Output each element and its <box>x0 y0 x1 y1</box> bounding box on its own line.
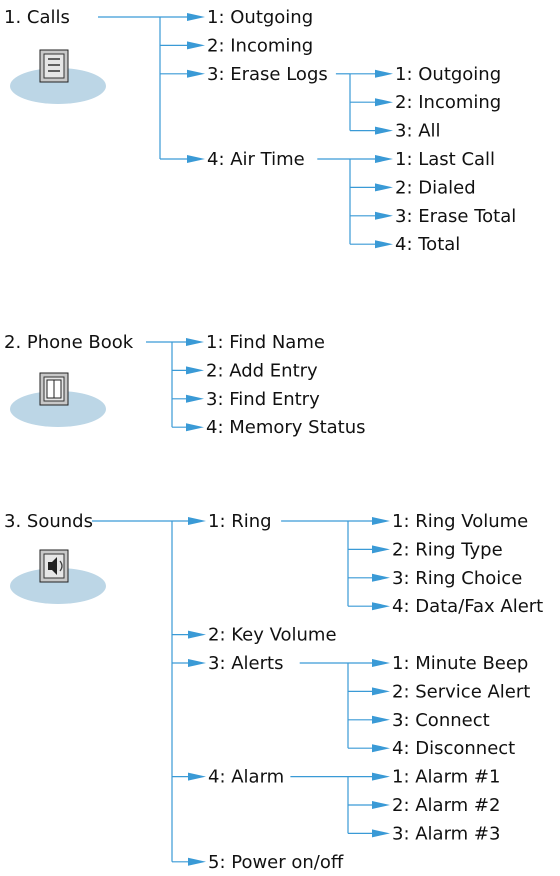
phone-book-icon <box>10 372 106 427</box>
menu-item-1-find-name: 1: Find Name <box>206 332 325 353</box>
submenu-item-3-erase-logs-2-incoming: 2: Incoming <box>395 92 501 113</box>
submenu-item-3-erase-logs-1-outgoing-arrow-head <box>375 69 393 78</box>
speaker-icon-shadow <box>10 568 106 604</box>
book-page-left-icon <box>46 379 55 399</box>
menu-item-5-power-on-off: 5: Power on/off <box>208 852 344 873</box>
menu-item-3-find-entry: 3: Find Entry <box>206 389 320 410</box>
submenu-item-4-air-time-3-erase-total-arrow-head <box>375 211 393 220</box>
menu-item-2-add-entry-arrow-head <box>186 366 204 375</box>
menu-title-3-sounds: 3. Sounds <box>4 511 93 532</box>
submenu-item-4-air-time-2-dialed: 2: Dialed <box>395 177 476 198</box>
submenu-item-1-ring-4-data-fax-alert-arrow-head <box>372 602 390 611</box>
submenu-item-4-air-time-1-last-call: 1: Last Call <box>395 149 495 170</box>
menu-item-3-alerts: 3: Alerts <box>208 653 283 674</box>
submenu-item-3-erase-logs-3-all: 3: All <box>395 121 441 142</box>
calls-list-icon <box>10 49 106 104</box>
menu-item-2-key-volume-arrow-head <box>188 630 206 639</box>
submenu-item-3-alerts-4-disconnect-arrow-head <box>372 744 390 753</box>
menu-title-1-calls: 1. Calls <box>4 7 70 28</box>
submenu-item-3-erase-logs-2-incoming-arrow-head <box>375 98 393 107</box>
menu-item-1-ring: 1: Ring <box>208 511 272 532</box>
connector-lines <box>92 13 393 866</box>
menu-item-3-alerts-arrow-head <box>188 659 206 667</box>
submenu-item-4-air-time-4-total: 4: Total <box>395 234 460 255</box>
submenu-item-3-alerts-3-connect-arrow-head <box>372 715 390 724</box>
menu-item-2-incoming-arrow-head <box>187 41 205 50</box>
submenu-item-3-alerts-2-service-alert-arrow-head <box>372 687 390 696</box>
menu-item-4-air-time: 4: Air Time <box>207 149 305 170</box>
menu-item-4-air-time-arrow-head <box>187 155 205 163</box>
menu-item-1-outgoing: 1: Outgoing <box>207 7 313 28</box>
submenu-item-4-alarm-1-alarm-1: 1: Alarm #1 <box>392 767 500 788</box>
speaker-cone-icon <box>48 557 57 575</box>
menu-item-4-memory-status-arrow-head <box>186 423 204 432</box>
calls-list-icon-shadow <box>10 68 106 104</box>
menu-title-2-phone-book: 2. Phone Book <box>4 332 134 353</box>
submenu-item-1-ring-1-ring-volume-arrow-head <box>372 517 390 525</box>
submenu-item-4-air-time-1-last-call-arrow-head <box>375 155 393 163</box>
menu-icons <box>10 49 106 604</box>
submenu-item-1-ring-2-ring-type-arrow-head <box>372 545 390 554</box>
submenu-item-4-alarm-1-alarm-1-arrow-head <box>372 772 390 781</box>
menu-item-4-alarm-arrow-head <box>188 772 206 781</box>
submenu-item-4-alarm-3-alarm-3: 3: Alarm #3 <box>392 823 500 844</box>
submenu-item-4-alarm-3-alarm-3-arrow-head <box>372 829 390 838</box>
submenu-item-1-ring-3-ring-choice-arrow-head <box>372 573 390 582</box>
submenu-item-4-alarm-2-alarm-2: 2: Alarm #2 <box>392 795 500 816</box>
submenu-item-4-air-time-4-total-arrow-head <box>375 240 393 249</box>
submenu-item-4-air-time-3-erase-total: 3: Erase Total <box>395 206 516 227</box>
menu-item-3-erase-logs: 3: Erase Logs <box>207 64 328 85</box>
menu-item-3-find-entry-arrow-head <box>186 394 204 403</box>
calls-list-icon-face <box>43 53 65 79</box>
menu-item-2-key-volume: 2: Key Volume <box>208 625 337 646</box>
submenu-item-1-ring-4-data-fax-alert: 4: Data/Fax Alert <box>392 596 543 617</box>
submenu-item-4-alarm-2-alarm-2-arrow-head <box>372 801 390 809</box>
menu-item-5-power-on-off-arrow-head <box>188 857 206 866</box>
menu-item-1-ring-arrow-head <box>188 517 206 525</box>
submenu-item-3-alerts-1-minute-beep: 1: Minute Beep <box>392 653 528 674</box>
submenu-item-3-erase-logs-3-all-arrow-head <box>375 126 393 135</box>
sound-wave-icon <box>59 560 63 572</box>
phone-book-icon-shadow <box>10 391 106 427</box>
menu-item-2-add-entry: 2: Add Entry <box>206 360 318 381</box>
menu-item-1-find-name-arrow-head <box>186 338 204 346</box>
submenu-item-3-alerts-4-disconnect: 4: Disconnect <box>392 738 515 759</box>
menu-item-1-outgoing-arrow-head <box>187 13 205 21</box>
book-page-right-icon <box>53 379 62 399</box>
menu-item-3-erase-logs-arrow-head <box>187 69 205 78</box>
submenu-item-4-air-time-2-dialed-arrow-head <box>375 183 393 192</box>
submenu-item-3-alerts-2-service-alert: 2: Service Alert <box>392 681 530 702</box>
menu-item-4-alarm: 4: Alarm <box>208 767 284 788</box>
submenu-item-3-alerts-1-minute-beep-arrow-head <box>372 659 390 667</box>
submenu-item-1-ring-3-ring-choice: 3: Ring Choice <box>392 568 522 589</box>
menu-item-2-incoming: 2: Incoming <box>207 35 313 56</box>
submenu-item-3-erase-logs-1-outgoing: 1: Outgoing <box>395 64 501 85</box>
submenu-item-1-ring-2-ring-type: 2: Ring Type <box>392 539 503 560</box>
menu-item-4-memory-status: 4: Memory Status <box>206 417 366 438</box>
submenu-item-1-ring-1-ring-volume: 1: Ring Volume <box>392 511 528 532</box>
speaker-icon <box>10 549 106 604</box>
menu-labels: 1. Calls 1: Outgoing 2: Incoming 3: Erase L… <box>4 7 543 873</box>
submenu-item-3-alerts-3-connect: 3: Connect <box>392 710 490 731</box>
